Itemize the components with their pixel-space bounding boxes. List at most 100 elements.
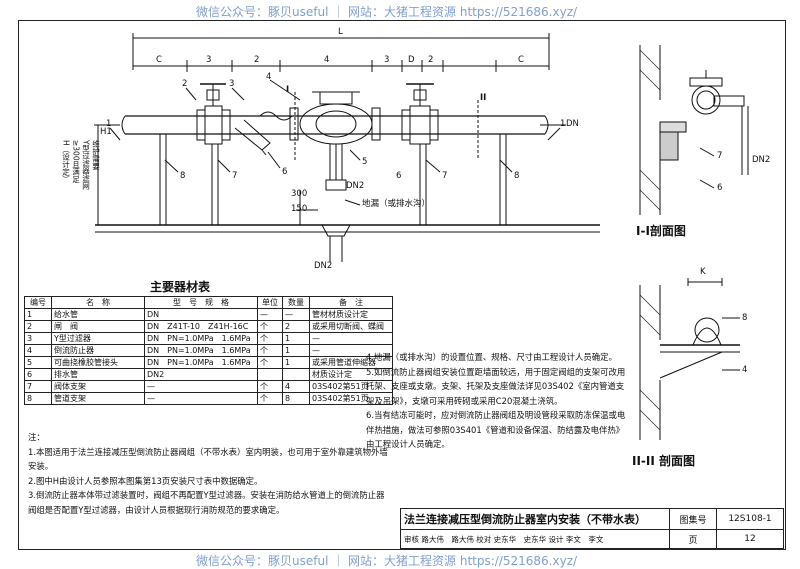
cell: DN PN=1.0MPa 1.6MPa: [144, 332, 258, 345]
cell: —: [144, 392, 258, 405]
notes-left: 注： 1.本图适用于法兰连接减压型倒流防止器阀组（不带水表）室内明装，也可用于室…: [28, 430, 388, 517]
callout-7-right: 7: [442, 171, 448, 181]
dim-300: 300: [291, 189, 308, 199]
atlas-label: 图集号: [669, 508, 717, 530]
materials-table: 编号 名 称 型 号 规 格 单位 数量 备 注 1 给水管 DN — — 管材…: [24, 296, 393, 405]
cell: 倒流防止器: [51, 344, 145, 357]
cell: —: [144, 380, 258, 393]
cell: —: [282, 308, 310, 321]
cell: [282, 368, 310, 381]
cell: —: [257, 308, 283, 321]
cell: 给水管: [51, 308, 145, 321]
cell: 5: [24, 356, 52, 369]
cell: 或采用切断阀、蝶阀: [309, 320, 393, 333]
cell: 个: [257, 356, 283, 369]
cell: 2: [24, 320, 52, 333]
dim-L: L: [338, 27, 343, 37]
vert-label-maint: 维护需要: [91, 140, 101, 170]
col-header: 数量: [282, 296, 310, 309]
table-row: 7 阀体支架 — 个 4 03S402第51页: [24, 380, 393, 393]
section-mark-I: I: [286, 85, 290, 95]
cell: 4: [282, 380, 310, 393]
watermark-bottom: 微信公众号：豚贝useful ｜ 网站：大猪工程资源 https://52168…: [196, 554, 578, 568]
cell: 个: [257, 320, 283, 333]
cell: 1: [282, 356, 310, 369]
callout-4: 4: [266, 72, 272, 82]
section1-label-7: 7: [717, 151, 723, 161]
notes-heading: 注：: [28, 432, 45, 442]
section2-label-8: 8: [742, 313, 748, 323]
cell: 1: [282, 344, 310, 357]
callout-1-left: 1: [106, 119, 112, 129]
cell: —: [309, 332, 393, 345]
cell: 排水管: [51, 368, 145, 381]
cell: 管材材质设计定: [309, 308, 393, 321]
cell: 4: [24, 344, 52, 357]
cell: 1: [24, 308, 52, 321]
cell: Y型过滤器: [51, 332, 145, 345]
section2-label-K: K: [700, 267, 706, 277]
dim-2: 2: [254, 55, 260, 65]
cell: 个: [257, 344, 283, 357]
callout-5: 5: [362, 157, 368, 167]
table-row: 3 Y型过滤器 DN PN=1.0MPa 1.6MPa 个 1 —: [24, 332, 393, 345]
cell: DN PN=1.0MPa 1.6MPa: [144, 344, 258, 357]
dim-0: C: [156, 55, 162, 65]
table-row: 6 排水管 DN2 材质设计定: [24, 368, 393, 381]
col-header: 编号: [24, 296, 52, 309]
dn2-label: DN2: [346, 181, 365, 191]
dim-1: 3: [206, 55, 212, 65]
drawing-title: 法兰连接减压型倒流防止器室内安装（不带水表）: [400, 508, 670, 530]
cell: [257, 368, 283, 381]
col-header: 名 称: [51, 296, 145, 309]
section2-label-4: 4: [742, 365, 748, 375]
note-item: 1.本图适用于法兰连接减压型倒流防止器阀组（不带水表）室内明装，也可用于室外靠建…: [28, 446, 388, 472]
callout-6-right: 6: [396, 171, 402, 181]
cell: DN PN=1.0MPa 1.6MPa: [144, 356, 258, 369]
page-label: 页: [669, 529, 717, 549]
drawing-frame: [18, 20, 786, 550]
atlas-number: 12S108-1: [716, 508, 784, 530]
cell: DN2: [144, 368, 258, 381]
dn-label: DN: [566, 119, 579, 129]
note-item: 2.图中H由设计人员参照本图集第13页安装尺寸表中数据确定。: [28, 475, 263, 486]
note-item: 6.当有结冻可能时，应对倒流防止器阀组及明设管段采取防冻保温或电伴热措施，做法可…: [366, 410, 626, 449]
col-header: 备 注: [309, 296, 393, 309]
note-item: 3.倒流防止器本体带过滤装置时，阀组不再配置Y型过滤器。安装在消防给水管道上的倒…: [28, 490, 385, 515]
note-item: 5.如倒流防止器阀组安装位置距墙面较远，用于固定阀组的支架可改用托架、支座或支墩…: [366, 366, 626, 406]
dim-5: D: [408, 55, 415, 65]
cell: 管道支架: [51, 392, 145, 405]
dn2-label-bottom: DN2: [314, 261, 333, 271]
vert-label-300: ≥300且满足: [71, 140, 81, 184]
cell: 1: [282, 332, 310, 345]
notes-right: 4.地漏（或排水沟）的设置位置、规格、尺寸由工程设计人员确定。 5.如倒流防止器…: [366, 350, 628, 452]
table-row: 2 闸 阀 DN Z41T-10 Z41H-16C 个 2 或采用切断阀、蝶阀: [24, 320, 393, 333]
cell: DN: [144, 308, 258, 321]
vert-label-strainer: Y型过滤器滤网: [81, 140, 91, 190]
cell: 8: [24, 392, 52, 405]
cell: 3: [24, 332, 52, 345]
cell: 6: [24, 368, 52, 381]
cell: 7: [24, 380, 52, 393]
cell: 阀体支架: [51, 380, 145, 393]
vert-label-H: H（设计定）: [61, 140, 71, 184]
section1-label-6: 6: [717, 183, 723, 193]
section1-label-dn2: DN2: [752, 155, 771, 165]
section2-title: II-II 剖面图: [632, 454, 696, 468]
cell: 闸 阀: [51, 320, 145, 333]
cell: 2: [282, 320, 310, 333]
callout-6: 6: [282, 167, 288, 177]
callout-2: 2: [182, 79, 188, 89]
table-row: 5 可曲挠橡胶管接头 DN PN=1.0MPa 1.6MPa 个 1 或采用管道…: [24, 356, 393, 369]
cell: 个: [257, 392, 283, 405]
section1-title: I-I剖面图: [636, 224, 686, 238]
page-number: 12: [716, 529, 784, 549]
signature-row: 审核 路大伟 路大伟 校对 史东华 史东华 设计 李文 李文: [400, 529, 670, 549]
dim-H1: H1: [100, 127, 112, 137]
materials-title: 主要器材表: [150, 280, 211, 294]
cell: 8: [282, 392, 310, 405]
dim-3: 4: [324, 55, 330, 65]
drain-label: 地漏（或排水沟）: [362, 199, 431, 209]
dim-6: 2: [428, 55, 434, 65]
section-mark-II: II: [480, 93, 487, 103]
